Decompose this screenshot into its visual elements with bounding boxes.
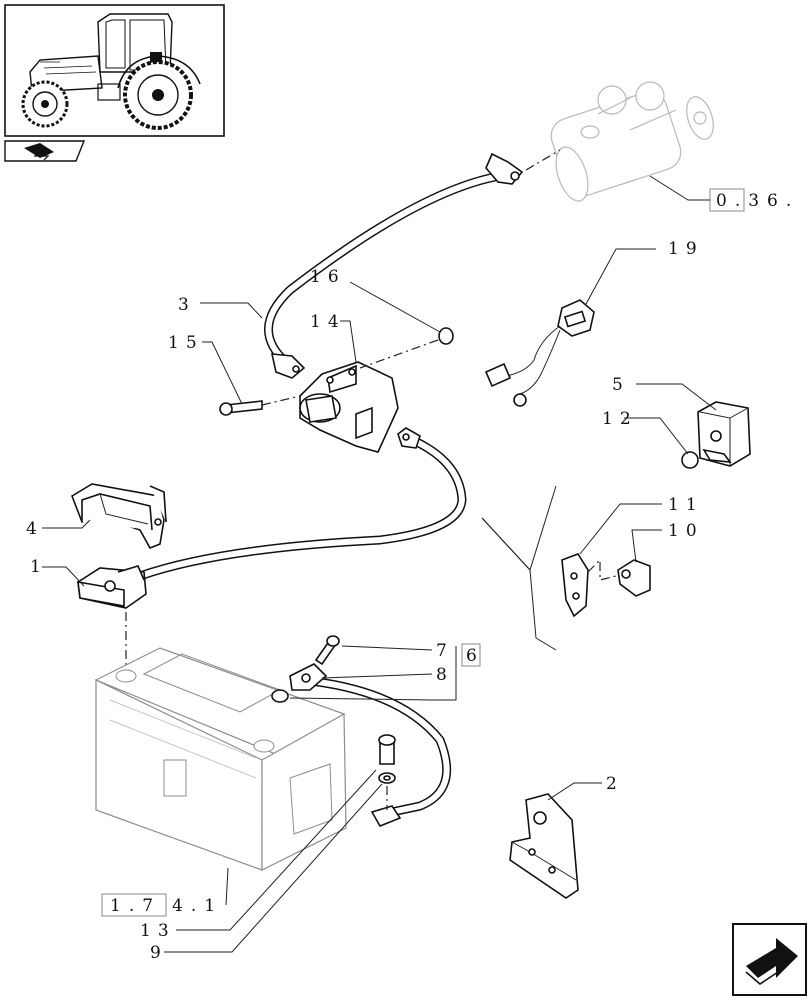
clip-11[interactable] xyxy=(561,553,589,618)
nut-8[interactable] xyxy=(271,689,289,703)
callout-7: 7 xyxy=(436,641,454,661)
bolt-7[interactable] xyxy=(314,635,340,666)
callout-16: 16 xyxy=(310,267,346,287)
cable-3[interactable] xyxy=(264,152,524,379)
callout-1: 1 xyxy=(30,557,48,577)
bracket-2[interactable] xyxy=(509,793,579,899)
battery-reference-prefix: 1.7 xyxy=(110,896,161,916)
callout-3: 3 xyxy=(178,295,196,315)
callout-10: 10 xyxy=(668,521,704,541)
battery-clamp-1[interactable] xyxy=(77,565,147,609)
washer-9[interactable] xyxy=(378,772,396,784)
battery xyxy=(94,647,347,871)
callout-9: 9 xyxy=(150,943,168,963)
harness-19[interactable] xyxy=(484,299,595,407)
cable-1[interactable] xyxy=(135,427,467,581)
terminal-cover-4[interactable] xyxy=(71,483,167,550)
clip-10[interactable] xyxy=(617,559,651,597)
next-page-arrow-icon[interactable] xyxy=(732,923,807,996)
starter-reference: 0.36. xyxy=(649,175,799,212)
callout-6-box xyxy=(461,643,481,667)
callout-6: 6 xyxy=(466,646,484,666)
callout-4: 4 xyxy=(26,519,44,539)
nut-12[interactable] xyxy=(681,451,699,469)
battery-reference: 1.7 4.1 xyxy=(101,893,223,917)
section-arrow-icon[interactable] xyxy=(4,140,86,162)
callout-11: 11 xyxy=(668,495,704,515)
bolt-15[interactable] xyxy=(219,400,263,416)
battery-reference-suffix: 4.1 xyxy=(172,896,223,916)
callout-12: 12 xyxy=(602,409,638,429)
nut-16[interactable] xyxy=(438,327,454,345)
bolt-13[interactable] xyxy=(378,734,396,765)
bracket-5[interactable] xyxy=(697,401,751,467)
ground-cable-6[interactable] xyxy=(289,663,452,828)
callout-14: 14 xyxy=(310,312,346,332)
starter-reference-label: 0.36. xyxy=(716,191,799,211)
callout-8: 8 xyxy=(436,665,454,685)
callout-19: 19 xyxy=(668,239,704,259)
starter-motor xyxy=(550,81,714,202)
junction-block-14[interactable] xyxy=(299,361,399,453)
callout-2: 2 xyxy=(606,774,624,794)
callout-5: 5 xyxy=(612,375,630,395)
callout-13: 13 xyxy=(140,921,176,941)
tractor-thumbnail[interactable] xyxy=(4,4,225,137)
callout-15: 15 xyxy=(168,333,204,353)
